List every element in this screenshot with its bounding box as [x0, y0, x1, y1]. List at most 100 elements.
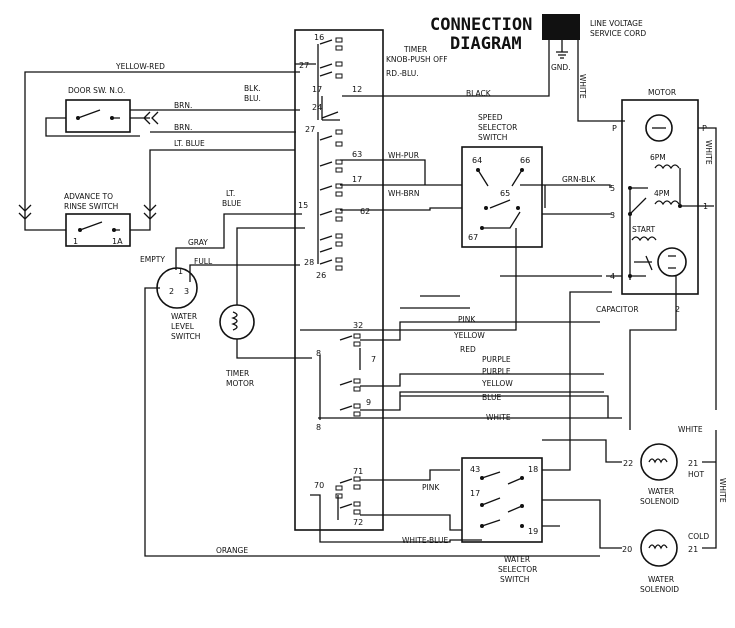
cold-solenoid-label-2: SOLENOID	[640, 585, 679, 594]
timer-pin-71: 71	[353, 467, 363, 476]
door-switch: DOOR SW. N.O.	[45, 86, 159, 137]
timer-pin-72: 72	[353, 518, 363, 527]
motor-housing	[621, 99, 699, 295]
water-level-dial	[156, 267, 198, 309]
speed-pin-64: 64	[472, 156, 482, 165]
motor-p-left: P	[612, 124, 617, 133]
water-selector-pin-17: 17	[470, 489, 480, 498]
wire-wh-brn: WH-BRN	[388, 189, 419, 198]
advance-label-1: ADVANCE TO	[64, 192, 113, 201]
timer-pin-27a: 27	[299, 61, 309, 70]
wire-blu: BLU.	[244, 94, 261, 103]
wire-brn-1: BRN.	[174, 101, 192, 110]
wire-rd-blu: RD.-BLU.	[386, 69, 419, 78]
wire-runs	[130, 63, 622, 543]
motor-start-capacitor-icon	[657, 247, 687, 277]
speed-pin-66: 66	[520, 156, 530, 165]
motor-protector-icon	[645, 114, 673, 142]
cold-solenoid-coil	[640, 529, 678, 567]
water-selector-label-3: SWITCH	[500, 575, 529, 584]
hot-solenoid-pin-21: 21	[688, 459, 698, 468]
diagram-title: CONNECTION DIAGRAM	[430, 15, 532, 54]
cold-water-solenoid: 20 21 COLD WATER SOLENOID	[542, 499, 709, 594]
motor-label: MOTOR	[648, 88, 676, 97]
wire-lt-blue-b: BLUE	[222, 199, 241, 208]
door-switch-label: DOOR SW. N.O.	[68, 86, 125, 95]
timer-motor-label-2: MOTOR	[226, 379, 254, 388]
title-line-2: DIAGRAM	[450, 34, 522, 54]
motor-pin-2: 2	[675, 305, 680, 314]
wire-purple-2: PURPLE	[482, 367, 511, 376]
wire-blk: BLK.	[244, 84, 261, 93]
black-wire	[422, 40, 550, 97]
timer-pin-8a: 8	[316, 349, 321, 358]
timer-pin-24: 24	[312, 103, 322, 112]
speed-pin-65: 65	[500, 189, 510, 198]
wire-black: BLACK	[466, 89, 492, 98]
speed-label-3: SWITCH	[478, 133, 507, 142]
hot-solenoid-tag: HOT	[688, 470, 705, 479]
water-level-pin-1: 1	[178, 267, 183, 276]
cold-solenoid-label-1: WATER	[648, 575, 674, 584]
advance-pin-1a: 1A	[112, 237, 123, 246]
water-level-label-3: SWITCH	[171, 332, 200, 341]
advance-label-2: RINSE SWITCH	[64, 202, 118, 211]
wire-pink-2: PINK	[422, 483, 440, 492]
timer-pin-7: 7	[371, 355, 376, 364]
cold-solenoid-tag: COLD	[688, 532, 709, 541]
timer-pins: 16 27 17 12 24 27 63 17 62 15 28 26 32 7…	[298, 33, 376, 527]
wire-purple-1: PURPLE	[482, 355, 511, 364]
advance-rinse-switch: ADVANCE TO RINSE SWITCH 1 1A	[18, 71, 300, 247]
hot-solenoid-label-1: WATER	[648, 487, 674, 496]
water-level-empty: EMPTY	[140, 255, 165, 264]
wire-brn-2: BRN.	[174, 123, 192, 132]
timer-motor-label-1: TIMER	[225, 369, 249, 378]
timer-pin-17a: 17	[312, 85, 322, 94]
water-level-pin-3: 3	[184, 287, 189, 296]
water-selector-pin-19: 19	[528, 527, 538, 536]
hot-water-solenoid: 22 21 HOT WATER SOLENOID	[542, 430, 717, 549]
wire-yellow: YELLOW	[453, 331, 485, 340]
door-switch-box	[65, 99, 131, 133]
water-selector-label-2: SELECTOR	[498, 565, 537, 574]
wire-lt-blue-a: LT.	[226, 189, 235, 198]
timer-label-2: KNOB-PUSH OFF	[386, 55, 448, 64]
line-voltage-cord: LINE VOLTAGE SERVICE CORD GND. WHITE	[422, 14, 646, 122]
wire-grn-blk: GRN-BLK	[562, 175, 596, 184]
timer-block: TIMER KNOB-PUSH OFF 16 27 17 12 24 27 63…	[294, 29, 448, 531]
wire-pink: PINK	[458, 315, 476, 324]
timer-pin-28: 28	[304, 258, 314, 267]
wire-labels: YELLOW-RED BLK. BLU. RD.-BLU. BLACK BRN.…	[115, 62, 727, 555]
timer-pin-70: 70	[314, 481, 324, 490]
water-level-switch: EMPTY FULL 1 2 3 WATER LEVEL SWITCH	[140, 213, 600, 557]
timer-pin-15: 15	[298, 201, 308, 210]
motor-pin-3: 3	[610, 211, 615, 220]
timer-pin-63: 63	[352, 150, 362, 159]
motor: MOTOR P P 6PM 4PM START 5 3 4 1 2 CAPACI…	[596, 88, 717, 430]
motor-4pm: 4PM	[654, 189, 670, 198]
speed-pin-67: 67	[468, 233, 478, 242]
water-selector-switch: 43 18 17 19 WATER SELECTOR SWITCH	[461, 457, 543, 584]
wire-yellow-2: YELLOW	[481, 379, 513, 388]
speed-label-2: SELECTOR	[478, 123, 517, 132]
timer-pin-9: 9	[366, 398, 371, 407]
wire-yellow-red: YELLOW-RED	[115, 62, 165, 71]
hot-solenoid-label-2: SOLENOID	[640, 497, 679, 506]
timer-pin-27b: 27	[305, 125, 315, 134]
ground-label: GND.	[551, 63, 571, 72]
plug-icon	[542, 14, 580, 40]
wire-wh-pur: WH-PUR	[388, 151, 419, 160]
hot-solenoid-coil	[640, 443, 678, 481]
wire-white-solenoid: WHITE	[718, 478, 727, 503]
wire-white-right: WHITE	[678, 425, 703, 434]
timer-contacts	[319, 37, 361, 515]
timer-housing	[294, 29, 384, 531]
hot-solenoid-pin-22: 22	[623, 459, 633, 468]
motor-capacitor-label: CAPACITOR	[596, 305, 639, 314]
cord-white-label: WHITE	[578, 74, 587, 99]
motor-6pm: 6PM	[650, 153, 666, 162]
cord-label-1: LINE VOLTAGE	[590, 19, 643, 28]
wire-gray: GRAY	[188, 238, 208, 247]
timer-pin-8b: 8	[316, 423, 321, 432]
